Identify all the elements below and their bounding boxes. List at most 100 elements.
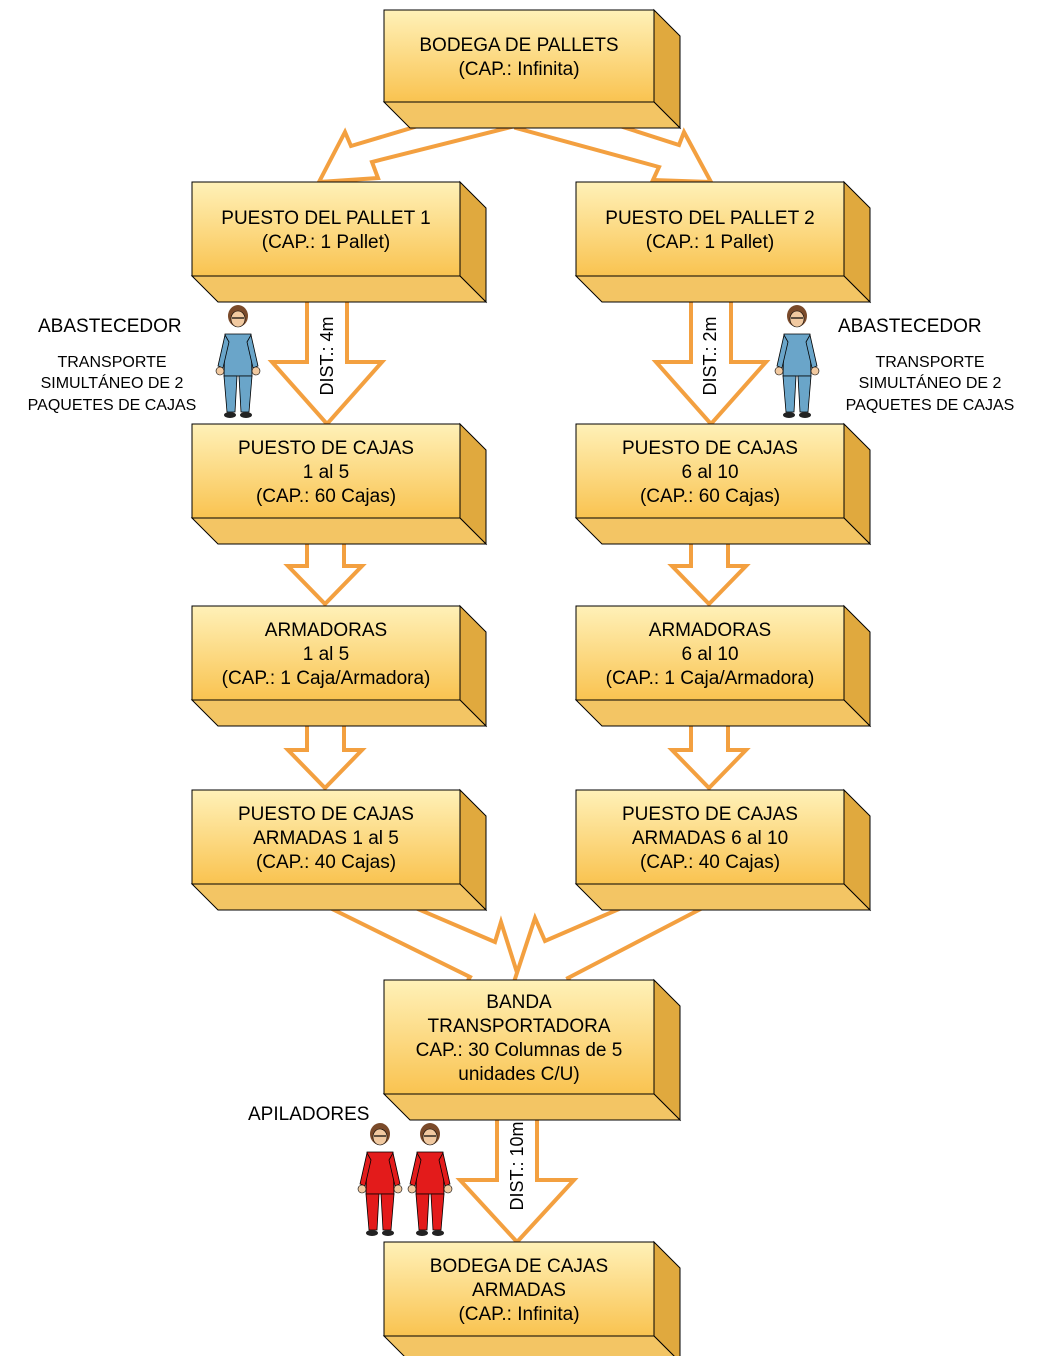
worker-right-hand [810,366,820,376]
apiladores-label: APILADORES [248,1104,369,1125]
box-side-face [653,1240,681,1356]
worker-left-shoe [366,1230,378,1236]
box-front-face [383,979,655,1095]
box-label-line: (CAP.: 60 Cajas) [640,486,780,507]
box-front-face [383,9,655,103]
box-label-line: BODEGA DE CAJAS [430,1256,608,1277]
box-armadas-1-5: PUESTO DE CAJAS ARMADAS 1 al 5 (CAP.: 40 C… [190,788,488,912]
worker-right-leg [430,1193,445,1231]
box-bottom-face [574,883,872,911]
box-armadas-6-10: PUESTO DE CAJAS ARMADAS 6 al 10 (CAP.: 40 … [574,788,872,912]
workers [215,305,820,1236]
box-label-line: (CAP.: 1 Pallet) [646,232,774,253]
box-label-line: (CAP.: Infinita) [458,59,579,80]
worker-right-shoe [382,1230,394,1236]
box-label-line: PUESTO DE CAJAS [238,438,414,459]
worker-left-hand [357,1184,367,1194]
box-label-line: PUESTO DE CAJAS [238,804,414,825]
box-front-face [575,605,845,701]
worker-left-hand [215,366,225,376]
box-front-face [575,789,845,885]
box-bottom-face [190,699,488,727]
box-bottom-face [574,275,872,303]
box-bottom-face [190,883,488,911]
abastecedor-figure-left [215,305,261,418]
box-bottom-face [382,1093,682,1121]
box-label-line: ARMADAS 6 al 10 [632,828,788,849]
worker-face [372,1128,388,1146]
box-label-line: BANDA [486,992,552,1013]
box-label-line: (CAP.: 1 Caja/Armadora) [222,668,431,689]
worker-left-leg [365,1193,380,1231]
box-front-face [191,789,461,885]
worker-right-shoe [799,412,811,418]
box-label-line: ARMADAS [472,1280,566,1301]
worker-right-hand [443,1184,453,1194]
box-bottom-face [190,517,488,545]
box-bottom-face [574,517,872,545]
transporte-right-line-3: PAQUETES DE CAJAS [846,397,1015,414]
worker-face [230,310,246,328]
distance-label-left: DIST.: 4m [317,316,337,395]
box-front-face [575,181,845,277]
box-pallet-1: PUESTO DEL PALLET 1 (CAP.: 1 Pallet) [190,180,488,304]
transporte-left-line-2: SIMULTÁNEO DE 2 [41,373,184,392]
transporte-note-right: TRANSPORTE SIMULTÁNEO DE 2 PAQUETES DE C… [846,354,1015,414]
distance-label-right: DIST.: 2m [700,316,720,395]
box-label-line: PUESTO DE CAJAS [622,804,798,825]
box-pallet-2: PUESTO DEL PALLET 2(CAP.: 1 Pallet) [574,180,872,304]
worker-right-leg [380,1193,395,1231]
box-bottom-face [382,1335,675,1356]
box-front-face [191,181,461,277]
box-bottom-face [382,101,682,129]
worker-left-shoe [783,412,795,418]
transporte-note-left: TRANSPORTE SIMULTÁNEO DE 2 PAQUETES DE C… [28,354,197,414]
distance-label-bottom: DIST.: 10m [507,1121,527,1210]
box-label-line: (CAP.: 1 Pallet) [262,232,390,253]
box-bottom-face [574,699,872,727]
apilador-figure-2 [407,1123,453,1236]
box-label-line: 6 al 10 [681,644,738,665]
box-label-line: ARMADAS 1 al 5 [253,828,399,849]
transporte-left-line-3: PAQUETES DE CAJAS [28,397,197,414]
transporte-left-line-1: TRANSPORTE [57,354,166,371]
box-bottom-face [190,275,488,303]
worker-face [422,1128,438,1146]
worker-right-hand [393,1184,403,1194]
box-label-line: (CAP.: 40 Cajas) [640,852,780,873]
box-label-line: 1 al 5 [303,462,349,483]
box-label-line: (CAP.: 60 Cajas) [256,486,396,507]
box-label-line: 6 al 10 [681,462,738,483]
worker-face [789,310,805,328]
worker-left-hand [774,366,784,376]
process-boxes: BODEGA DE PALLETS (CAP.: Infinita) PUESTO … [190,8,872,1356]
worker-left-shoe [224,412,236,418]
box-front-face [191,423,461,519]
abastecedor-label-right: ABASTECEDOR [838,316,982,337]
box-label-line: CAP.: 30 Columnas de 5 [416,1040,623,1061]
apilador-figure-1 [357,1123,403,1236]
box-label-line: (CAP.: 40 Cajas) [256,852,396,873]
box-label-line: (CAP.: 1 Caja/Armadora) [606,668,815,689]
box-cajas-6-10: PUESTO DE CAJAS 6 al 10 (CAP.: 60 Cajas) [574,422,872,546]
worker-right-shoe [432,1230,444,1236]
worker-right-leg [797,375,812,413]
box-bodega-pallets: BODEGA DE PALLETS (CAP.: Infinita) [382,8,682,130]
worker-left-hand [407,1184,417,1194]
box-label-line: unidades C/U) [458,1064,579,1085]
transporte-right-line-2: SIMULTÁNEO DE 2 [859,373,1002,392]
box-front-face [191,605,461,701]
box-label-line: TRANSPORTADORA [428,1016,611,1037]
box-label-line: BODEGA DE PALLETS [419,35,618,56]
box-label-line: PUESTO DE CAJAS [622,438,798,459]
flow-arrows [267,83,771,1245]
worker-left-leg [415,1193,430,1231]
worker-right-leg [238,375,253,413]
box-label-line: PUESTO DEL PALLET 1 [221,208,430,229]
box-front-face [575,423,845,519]
abastecedor-figure-right [774,305,820,418]
